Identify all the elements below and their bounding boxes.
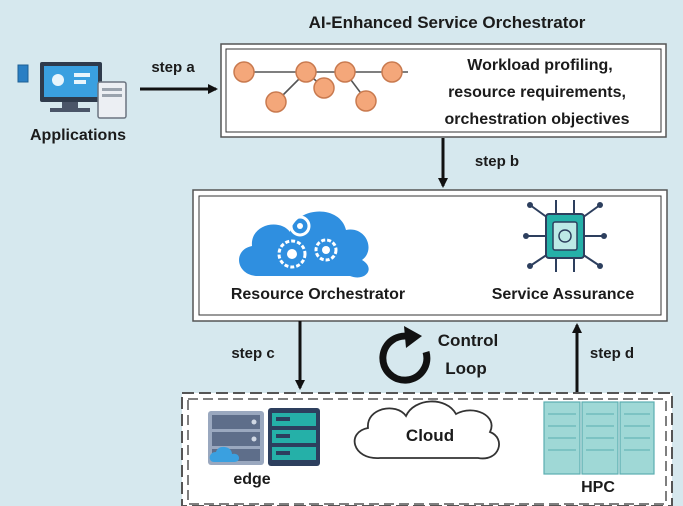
cloud-icon (353, 400, 500, 460)
control-loop-label-line-2: Loop (445, 359, 487, 378)
workflow-graph-icon (233, 61, 408, 113)
hpc-label: HPC (581, 479, 615, 496)
orchestrator-text-line-1: Workload profiling, (467, 57, 612, 74)
server-rack-icon (208, 408, 320, 466)
orchestrator-text-line-2: resource requirements, (448, 84, 626, 101)
refresh-loop-icon (379, 326, 431, 384)
resource-orchestrator-label: Resource Orchestrator (231, 286, 405, 303)
orchestrator-box (220, 43, 667, 138)
service-assurance-label: Service Assurance (492, 286, 635, 303)
gear-cloud-icon (239, 211, 369, 278)
step-c-label: step c (231, 345, 274, 362)
applications-label: Applications (30, 127, 126, 144)
hpc-cluster-icon (543, 401, 655, 475)
edge-label: edge (233, 471, 270, 488)
diagram-title: AI-Enhanced Service Orchestrator (309, 13, 586, 32)
control-loop-label-line-1: Control (438, 331, 498, 350)
orchestrator-text-line-3: orchestration objectives (445, 111, 630, 128)
step-b-label: step b (475, 153, 519, 170)
step-a-label: step a (151, 59, 195, 76)
ai-chip-icon (523, 200, 607, 272)
computer-icon (17, 62, 127, 119)
step-d-label: step d (590, 345, 634, 362)
cloud-label: Cloud (406, 426, 454, 445)
